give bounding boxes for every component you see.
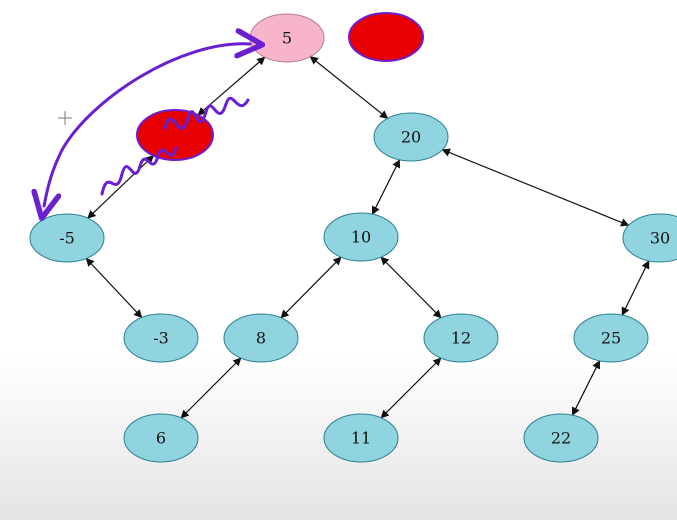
annotation-squiggle-lower [100,146,178,196]
tree-node: 8 [223,313,299,363]
node-shape [373,112,449,162]
tree-node: 30 [622,213,677,263]
edge-n30-n25 [621,260,650,316]
edge-n12-n11 [380,357,442,419]
node-label: 10 [351,228,371,247]
edge-n20-n30 [441,148,630,227]
edge-nm5-nm3 [85,257,143,319]
node-label: 25 [601,329,621,348]
tree-nodes: 5 20 -5 10 30 -3 8 12 25 6 11 22 [29,12,677,463]
tree-node: 11 [323,413,399,463]
edge-n20-n10 [371,159,401,215]
edge-n8-n6 [180,357,242,419]
node-shape [573,313,649,363]
node-label: 5 [282,29,292,48]
tree-node: 20 [373,112,449,162]
tree-node: 22 [523,413,599,463]
tree-node: 12 [423,313,499,363]
node-label: -5 [59,229,75,248]
tree-node: 6 [123,413,199,463]
tree-node: 25 [573,313,649,363]
annotation-squiggle-upper [163,96,250,130]
node-label: -3 [153,329,169,348]
edge-n10-n12 [380,256,442,319]
edge-n5-n20 [309,56,389,119]
node-shape [423,313,499,363]
node-shape [622,213,677,263]
tree-node: -3 [123,313,199,363]
node-label: 20 [401,128,421,147]
tree-node [348,12,424,62]
node-label: 8 [256,329,266,348]
node-label: 22 [551,429,571,448]
node-shape [123,313,199,363]
node-label: 11 [351,429,371,448]
node-label: 30 [650,229,670,248]
edge-n10-n8 [280,256,342,319]
tree-node: 10 [323,212,399,262]
node-shape [223,313,299,363]
node-shape [323,413,399,463]
tree-node: -5 [29,213,105,263]
hand-drawn-annotation [44,44,250,206]
node-label: 12 [451,329,471,348]
node-shape [123,413,199,463]
cursor-crosshair [58,111,72,125]
node-shape [323,212,399,262]
node-label: 6 [156,429,166,448]
node-shape [523,413,599,463]
tree-node: 5 [249,13,325,63]
annotation-double-arrow [44,44,250,206]
edge-n25-n22 [571,360,601,416]
edge-nred1-nm5 [87,154,155,219]
highlighted-node-shape [348,12,424,62]
